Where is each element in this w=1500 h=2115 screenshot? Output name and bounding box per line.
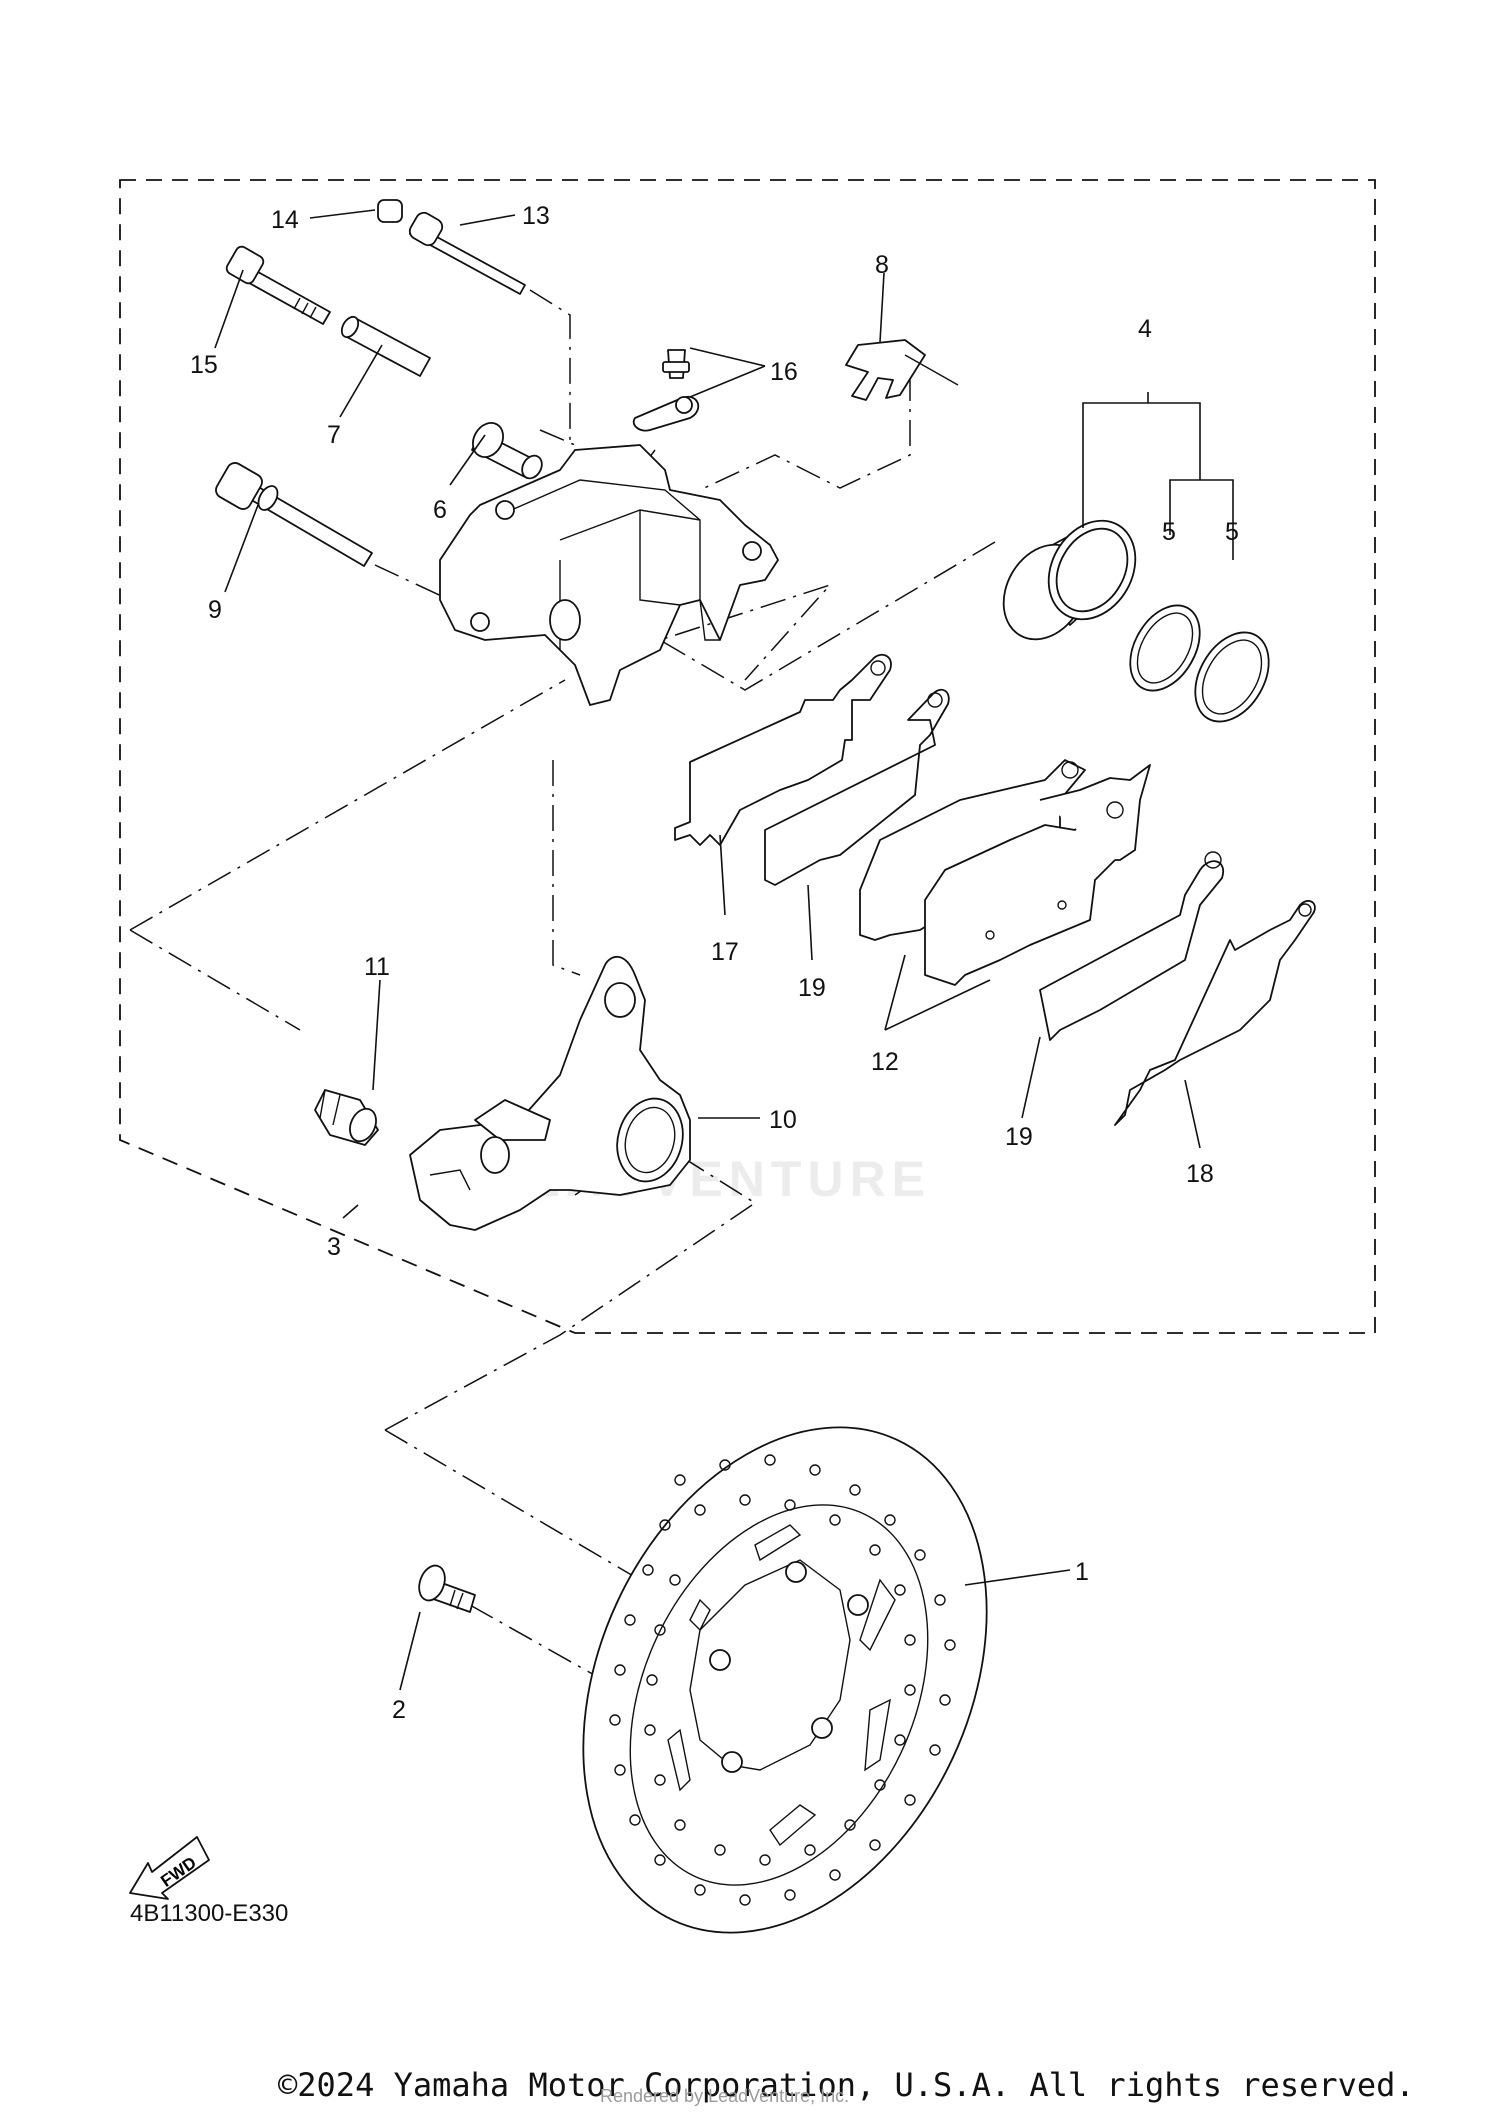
leader-line-bolt-9 bbox=[374, 564, 451, 601]
caliper-bolt-15-part bbox=[225, 245, 331, 325]
caliper-bracket-10-part bbox=[409, 955, 691, 1231]
callout-4: 4 bbox=[1138, 315, 1152, 343]
callout-5a: 5 bbox=[1162, 518, 1176, 546]
leader-line-bracket bbox=[129, 679, 566, 1031]
pad-shim-18-part bbox=[1114, 900, 1316, 1126]
pad-shim-17-part bbox=[674, 653, 892, 846]
bleed-cap-part bbox=[377, 199, 403, 223]
pad-pin-part bbox=[408, 211, 526, 295]
sleeve-6-part bbox=[471, 422, 543, 480]
leader-line-pin-13 bbox=[529, 289, 571, 440]
callout-6: 6 bbox=[433, 496, 447, 524]
caliper-body-part bbox=[439, 444, 779, 706]
callout-9: 9 bbox=[208, 596, 222, 624]
callout-2: 2 bbox=[392, 1696, 406, 1724]
callout-3: 3 bbox=[327, 1233, 341, 1261]
disc-center-carrier bbox=[689, 1559, 869, 1773]
callout-14: 14 bbox=[271, 206, 299, 234]
pad-spring-8-part bbox=[845, 339, 959, 401]
callout-leaders bbox=[214, 209, 1234, 1691]
callout-15: 15 bbox=[190, 351, 218, 379]
callout-17: 17 bbox=[711, 938, 739, 966]
leader-line-piston bbox=[658, 541, 996, 691]
callout-16: 16 bbox=[770, 358, 798, 386]
callout-8: 8 bbox=[875, 251, 889, 279]
callout-7: 7 bbox=[327, 421, 341, 449]
callout-1: 1 bbox=[1075, 1558, 1089, 1586]
caliper-bolt-9-part bbox=[215, 462, 373, 567]
leader-line-clip-8 bbox=[699, 375, 911, 491]
diagram-code: 4B11300-E330 bbox=[130, 1900, 289, 1927]
callout-19b: 19 bbox=[1005, 1123, 1033, 1151]
bushing-11-part bbox=[314, 1089, 379, 1146]
piston-4-part bbox=[1002, 519, 1137, 641]
disc-spokes bbox=[667, 1524, 896, 1847]
brake-pad-19-right-part bbox=[1039, 851, 1225, 1041]
callout-labels: 1 2 3 4 5 5 6 7 8 9 10 11 12 13 14 15 16… bbox=[190, 202, 1239, 1724]
callout-12: 12 bbox=[871, 1048, 899, 1076]
callout-11: 11 bbox=[364, 953, 390, 981]
brake-pad-19-left-part bbox=[764, 688, 950, 886]
disc-vent-holes bbox=[609, 1454, 956, 1906]
leader-line-disc-center bbox=[384, 1429, 641, 1581]
disc-bolt-2-part bbox=[418, 1564, 476, 1613]
brake-pads-12-part bbox=[859, 759, 1151, 986]
callout-19a: 19 bbox=[798, 974, 826, 1002]
callout-5b: 5 bbox=[1225, 518, 1239, 546]
slide-pin-7-part bbox=[340, 315, 431, 377]
leader-line-pad-axis bbox=[552, 760, 581, 976]
leader-line-sleeve-6 bbox=[539, 429, 576, 446]
callout-13: 13 bbox=[522, 202, 550, 230]
copyright-notice: ©2024 Yamaha Motor Corporation, U.S.A. A… bbox=[278, 2066, 1415, 2104]
callout-18: 18 bbox=[1186, 1160, 1214, 1188]
brake-disc-1-part bbox=[582, 1426, 988, 1934]
callout-10: 10 bbox=[769, 1106, 797, 1134]
piston-seals-5-part bbox=[1129, 604, 1270, 723]
bleed-screw-16-part bbox=[632, 349, 700, 432]
caliper-assembly-boundary bbox=[119, 179, 1376, 1334]
forward-direction-arrow[interactable]: FWD bbox=[129, 1836, 210, 1900]
rendered-by-watermark: Rendered by LeadVenture, Inc. bbox=[600, 2086, 850, 2106]
